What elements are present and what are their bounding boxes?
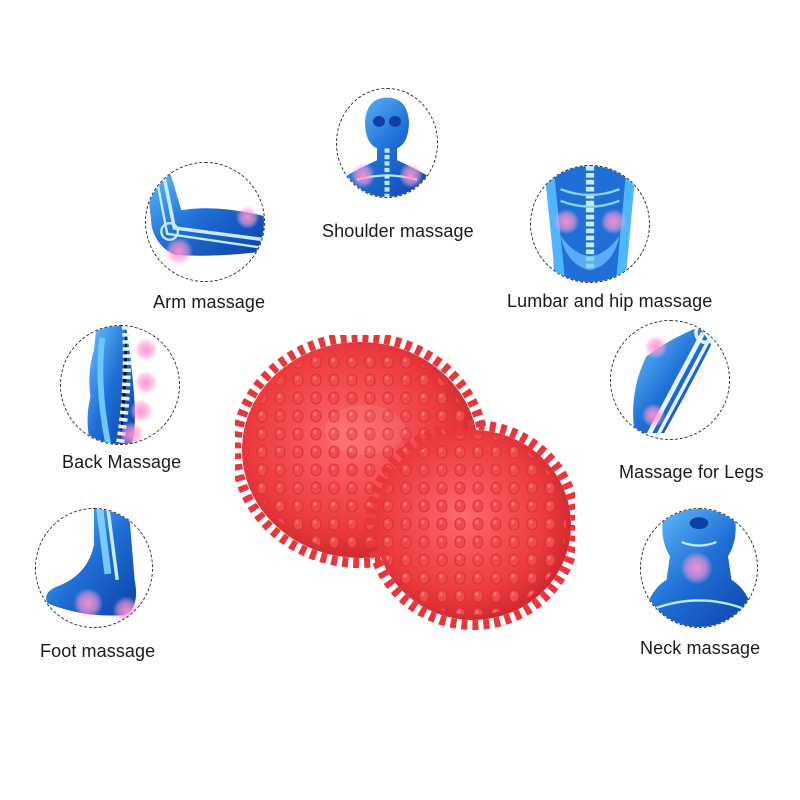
neck-throat-icon [640,508,758,628]
spiky-massage-balls-image [235,335,575,635]
back-spine-icon [60,325,180,445]
label-neck: Neck massage [640,638,761,658]
label-arm: Arm massage [153,292,266,312]
foot-heel-icon [35,508,153,628]
skull-shoulders-icon [336,88,438,198]
elbow-arm-icon [145,162,265,282]
label-shoulder: Shoulder massage [322,221,474,241]
ball-small [365,420,575,630]
label-foot: Foot massage [40,641,156,661]
label-legs: Massage for Legs [619,462,764,482]
label-lumbar: Lumbar and hip massage [507,291,713,311]
label-back: Back Massage [62,452,182,472]
spine-pelvis-icon [530,165,650,283]
leg-knee-icon [610,320,730,440]
